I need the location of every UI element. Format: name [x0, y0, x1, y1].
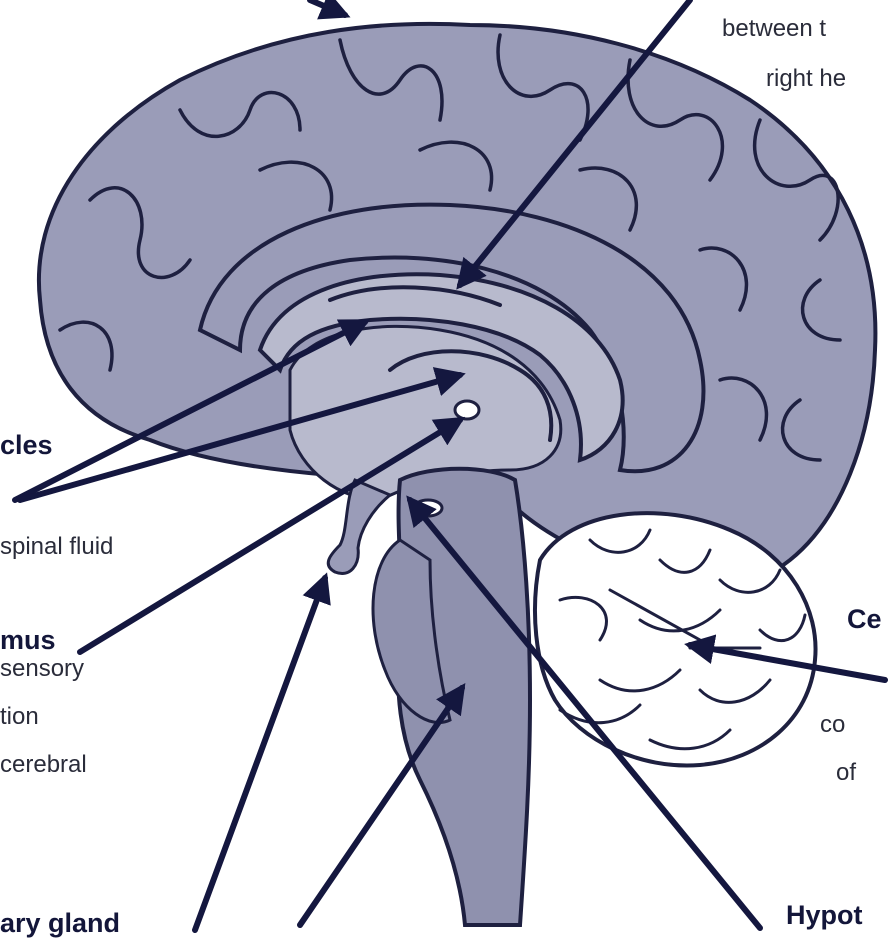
cerebellum-title: Ce	[847, 604, 882, 635]
cerebellum-description-1: co	[820, 708, 845, 742]
thalamus-description-3: cerebral	[0, 748, 87, 782]
pituitary-title: ary gland	[0, 908, 120, 939]
ventricles-title: cles	[0, 430, 53, 461]
thalamus-description-2: tion	[0, 700, 39, 734]
cerebellum-description-2: of	[836, 756, 856, 790]
pineal-blob	[455, 401, 479, 419]
hypothalamus-title: Hypot	[786, 900, 863, 931]
top-right-text-line2: right he	[766, 62, 846, 96]
arrow-top-left	[310, 0, 345, 15]
arrow-pituitary	[195, 578, 325, 930]
top-right-text-line1: between t	[722, 12, 826, 46]
ventricles-description: spinal fluid	[0, 530, 113, 564]
thalamus-description-1: sensory	[0, 652, 84, 686]
